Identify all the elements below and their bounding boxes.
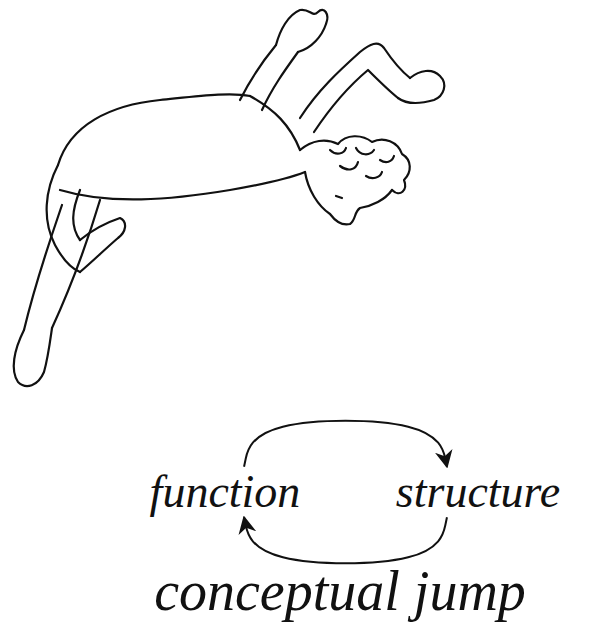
figure-face [305, 172, 392, 225]
figure-hand [398, 71, 444, 103]
figure-belly [60, 172, 305, 199]
caption-phrase: conceptual jump [154, 561, 526, 623]
cycle-arrow [244, 517, 447, 563]
figure-leg [24, 200, 100, 330]
concept-word: structure [392, 465, 564, 520]
figure-arm [240, 45, 298, 110]
figure-eye [336, 196, 342, 198]
figure-arm [300, 44, 410, 132]
figure-back [58, 94, 250, 165]
cycle-arrow [244, 421, 447, 467]
figure-shoulder [250, 96, 300, 150]
concept-text: structure [396, 467, 560, 518]
figure-leg [47, 165, 80, 272]
concept-word: function [146, 465, 305, 520]
figure-shoe [14, 328, 52, 386]
concept-text: function [150, 467, 301, 518]
figure-shoe [80, 218, 125, 272]
figure-hand [276, 10, 327, 52]
figure-hair [300, 136, 410, 193]
